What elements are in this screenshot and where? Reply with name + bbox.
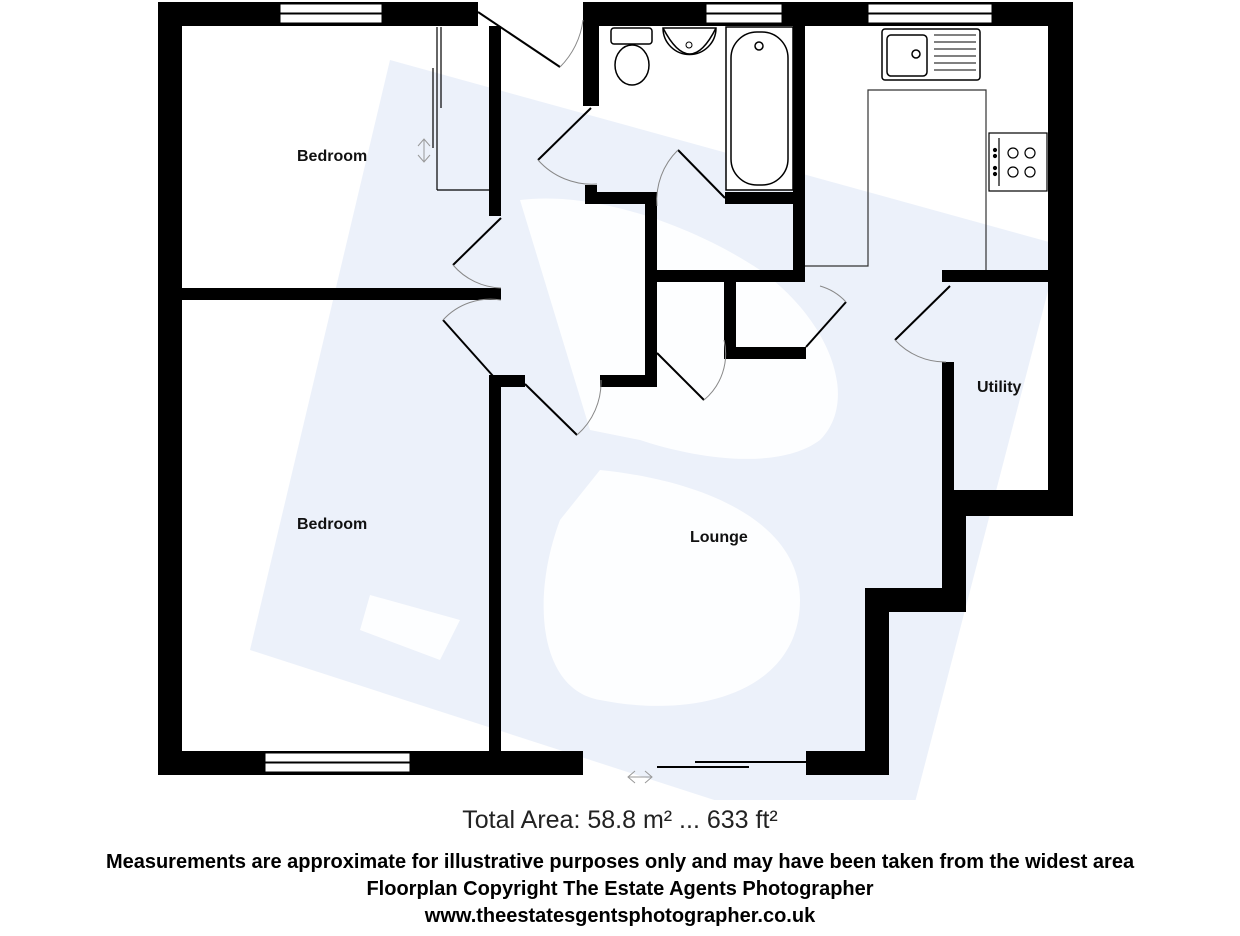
- doors: [442, 11, 951, 436]
- patio-sliding-door: [657, 761, 806, 768]
- website-text: www.theestatesgentsphotographer.co.uk: [424, 905, 816, 927]
- bath-icon: [725, 26, 794, 191]
- toilet-icon: [610, 27, 653, 86]
- total-area-text: Total Area: 58.8 m² ... 633 ft²: [462, 806, 778, 834]
- basin-icon: [662, 27, 717, 56]
- room-label-bedroom-1: Bedroom: [297, 148, 368, 165]
- hob-icon: [988, 132, 1048, 192]
- sliding-door-arrow-icon: [627, 770, 653, 784]
- wardrobe-icon: [432, 27, 489, 191]
- room-label-bedroom-2: Bedroom: [297, 516, 368, 533]
- room-label-utility: Utility: [977, 379, 1022, 396]
- room-label-lounge: Lounge: [690, 529, 748, 546]
- copyright-text: Floorplan Copyright The Estate Agents Ph…: [366, 878, 874, 900]
- sink-drainer-icon: [881, 28, 981, 81]
- sliding-door-arrow-icon: [417, 138, 431, 163]
- disclaimer-text: Measurements are approximate for illustr…: [105, 851, 1135, 873]
- watermark-b-cutouts-icon: [360, 198, 838, 706]
- windows: [264, 3, 993, 773]
- floorplan-drawing: [158, 2, 1073, 800]
- kitchen-counter: [805, 89, 987, 270]
